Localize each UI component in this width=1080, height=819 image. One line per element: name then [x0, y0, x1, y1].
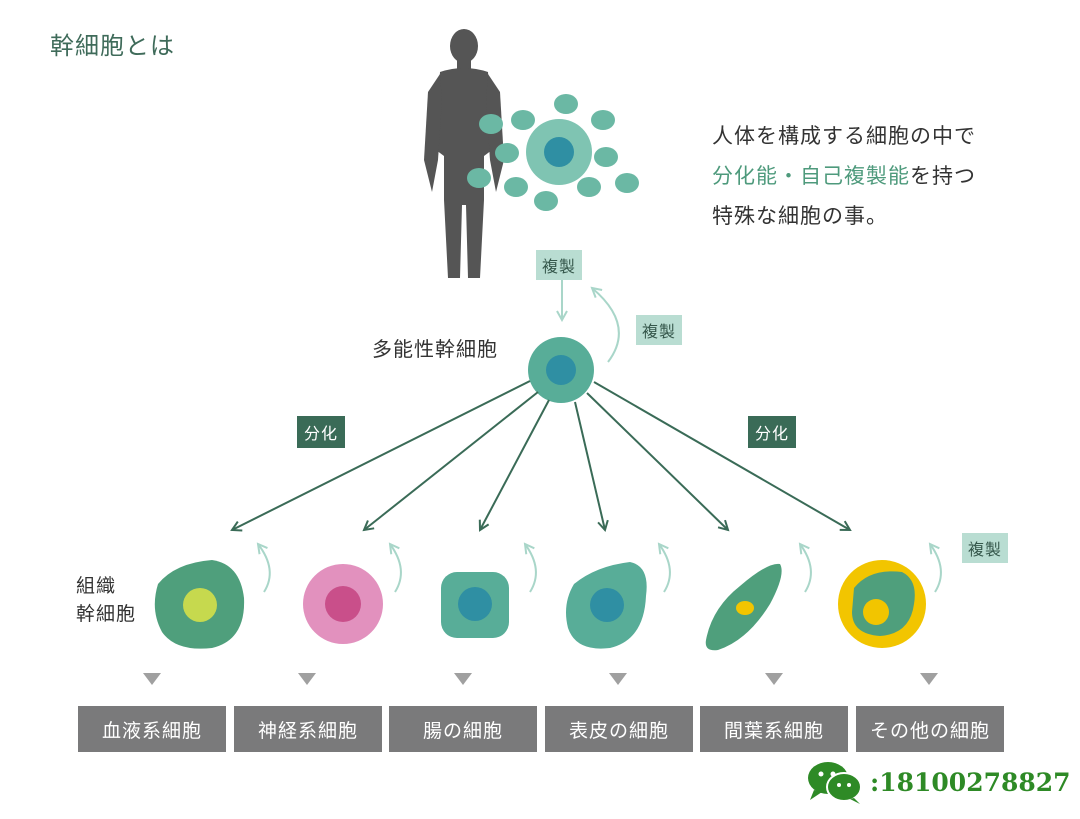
- arrow-to-intestine: [480, 399, 550, 530]
- renew-arrow-other: [930, 544, 942, 593]
- description-line-3: 特殊な細胞の事。: [712, 204, 888, 228]
- output-box-other: その他の細胞: [856, 706, 1004, 752]
- arrow-to-mesenchymal: [586, 392, 728, 530]
- epidermis-stem-cell: [566, 562, 647, 649]
- nerve-stem-cell: [303, 564, 383, 644]
- renew-arrow-mesenchymal: [800, 544, 812, 593]
- tissue-label-line-1: 組織: [76, 575, 117, 597]
- intestine-stem-cell: [441, 572, 509, 638]
- arrow-to-blood: [232, 380, 531, 530]
- renew-arrow-intestine: [525, 544, 537, 593]
- description-line-2-rest: を持つ: [910, 164, 976, 188]
- replicate-loop-arrow: [592, 288, 620, 363]
- replicate-label-top: 複製: [536, 250, 583, 280]
- arrow-to-epidermis: [574, 401, 605, 530]
- renew-arrow-epidermis: [659, 544, 671, 593]
- self-renewal-arrows: [258, 544, 942, 593]
- wechat-icon: [808, 762, 862, 804]
- arrow-to-other: [593, 381, 850, 530]
- description-line-2: 分化能・自己複製能を持つ: [712, 156, 976, 196]
- output-box-blood: 血液系細胞: [78, 706, 226, 752]
- description-highlight: 分化能・自己複製能: [712, 164, 910, 188]
- small-cell: [467, 168, 491, 188]
- replicate-label-right: 複製: [962, 533, 1009, 563]
- renew-arrow-blood: [258, 544, 271, 593]
- small-cell: [504, 177, 528, 197]
- wechat-watermark: :18100278827: [806, 760, 1071, 804]
- down-triangle-icon: [298, 673, 316, 685]
- description-line-1: 人体を構成する細胞の中で: [712, 124, 976, 148]
- differentiation-arrows: [232, 380, 850, 530]
- differentiate-label-right: 分化: [748, 416, 797, 448]
- page-title: 幹細胞とは: [50, 32, 175, 60]
- stem-cell-cluster: [467, 94, 639, 211]
- description: 人体を構成する細胞の中で 分化能・自己複製能を持つ 特殊な細胞の事。: [712, 116, 976, 236]
- pluripotent-stem-cell: [528, 337, 594, 403]
- arrow-to-nerve: [364, 391, 539, 530]
- down-triangle-icon: [143, 673, 161, 685]
- small-cell: [615, 173, 639, 193]
- small-cell: [511, 110, 535, 130]
- output-box-mesenchymal: 間葉系細胞: [700, 706, 848, 752]
- down-triangle-icon: [454, 673, 472, 685]
- output-box-epidermis: 表皮の細胞: [545, 706, 693, 752]
- tissue-label-line-2: 幹細胞: [76, 603, 137, 625]
- output-box-intestine: 腸の細胞: [389, 706, 537, 752]
- tissue-stem-cell-label: 組織 幹細胞: [76, 572, 136, 628]
- replicate-label-loop: 複製: [636, 315, 683, 345]
- stem-cell-nucleus: [544, 137, 574, 167]
- small-cell: [534, 191, 558, 211]
- small-cell: [479, 114, 503, 134]
- down-triangle-icon: [609, 673, 627, 685]
- other-stem-cell: [838, 560, 926, 648]
- mesenchymal-stem-cell: [705, 563, 782, 651]
- human-silhouette-icon: [424, 29, 504, 278]
- small-cell: [594, 147, 618, 167]
- small-cell: [577, 177, 601, 197]
- down-triangle-icon: [920, 673, 938, 685]
- small-cell: [591, 110, 615, 130]
- blood-stem-cell: [154, 560, 245, 649]
- output-box-nerve: 神経系細胞: [234, 706, 382, 752]
- pluripotent-label: 多能性幹細胞: [372, 337, 498, 361]
- small-cell: [554, 94, 578, 114]
- renew-arrow-nerve: [390, 544, 402, 593]
- wechat-number: :18100278827: [870, 767, 1071, 797]
- differentiate-label-left: 分化: [297, 416, 346, 448]
- small-cell: [495, 143, 519, 163]
- down-triangle-icon: [765, 673, 783, 685]
